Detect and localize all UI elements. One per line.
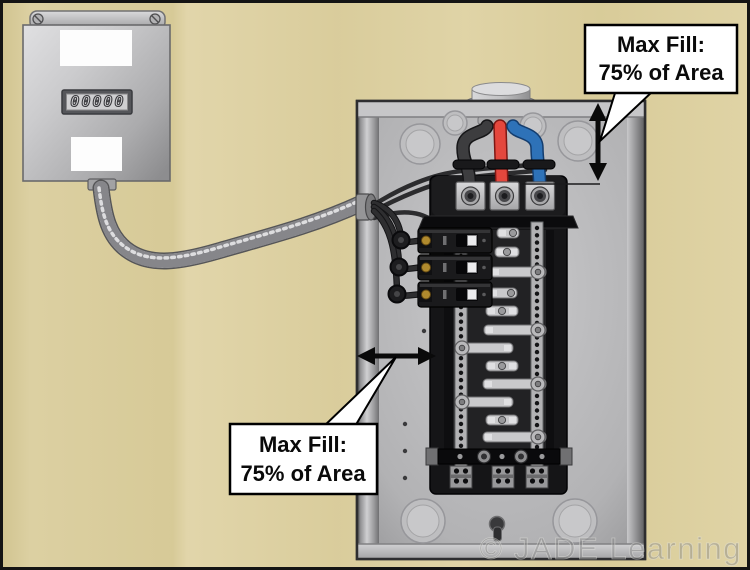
mounting-rails [449,465,549,489]
flexible-conduit [92,179,371,270]
wire-bushings [452,159,556,170]
horizontal-measure-arrow [357,347,436,365]
flange-screw-right-icon [149,13,161,25]
mounting-rail [449,465,473,489]
main-lugs [455,181,556,211]
callout-bottom-line1: Max Fill: [259,432,347,457]
branch-breakers [417,227,493,308]
meter-display: 00000 [61,89,133,115]
watermark-text: © JADE Learning [480,531,742,566]
panel-bottom-wall [357,544,645,559]
meter-display-value: 00000 [70,93,125,111]
mounting-rail [525,465,549,489]
callout-top-box [583,23,739,95]
callout-bottom-line2: 75% of Area [240,461,366,486]
panel-right-wall [627,101,645,559]
wire-grommets [387,230,411,304]
mounting-rail [491,465,515,489]
panel-enclosure [355,82,647,561]
bottom-lug-bar [425,447,573,466]
panel-top-wall [357,101,645,117]
back-wall-screws [402,328,427,481]
meter-box: 00000 [22,10,171,191]
callout-top-line2: 75% of Area [598,60,724,85]
meter-label-top [60,30,132,66]
terminal-screws-right [534,225,540,479]
flange-screw-left-icon [32,13,44,25]
branch-breaker [417,281,493,308]
callout-top-line1: Max Fill: [617,32,705,57]
vertical-measure-arrow [589,103,607,181]
main-breaker-flange [418,215,579,229]
keyhole-slot [488,515,506,542]
wire-red [494,120,508,194]
callout-top: Max Fill: 75% of Area [583,23,739,145]
branch-breaker [417,227,493,254]
wire-blue [507,120,546,194]
branch-breaker [417,254,493,281]
callout-bottom: Max Fill: 75% of Area [228,356,397,496]
callout-bottom-box [228,422,379,496]
meter-label-bottom [71,137,122,171]
knockouts [399,110,599,544]
